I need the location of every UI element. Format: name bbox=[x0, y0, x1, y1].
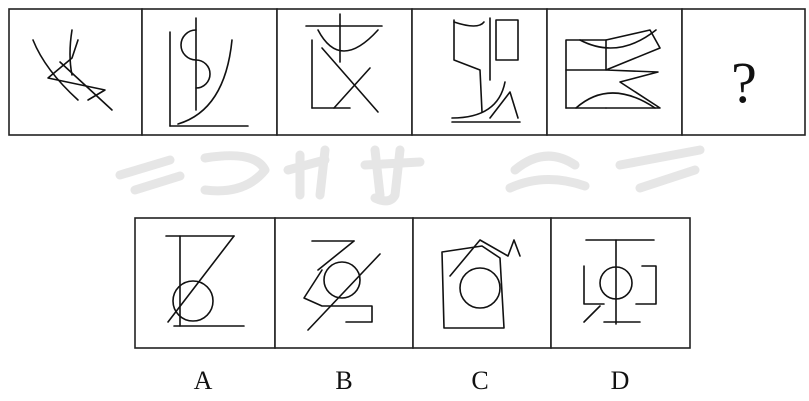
option-label-a[interactable]: A bbox=[183, 364, 223, 398]
option-label-d[interactable]: D bbox=[600, 364, 640, 398]
option-label-c[interactable]: C bbox=[460, 364, 500, 398]
options-row bbox=[135, 218, 690, 348]
sequence-box-5 bbox=[547, 9, 682, 135]
option-box-b[interactable] bbox=[275, 218, 413, 348]
sequence-box-1 bbox=[9, 9, 142, 135]
option-box-d[interactable] bbox=[551, 218, 690, 348]
option-label-b[interactable]: B bbox=[324, 364, 364, 398]
option-box-a[interactable] bbox=[135, 218, 275, 348]
question-mark: ? bbox=[683, 38, 805, 128]
watermark bbox=[120, 150, 700, 201]
sequence-box-3 bbox=[277, 9, 412, 135]
